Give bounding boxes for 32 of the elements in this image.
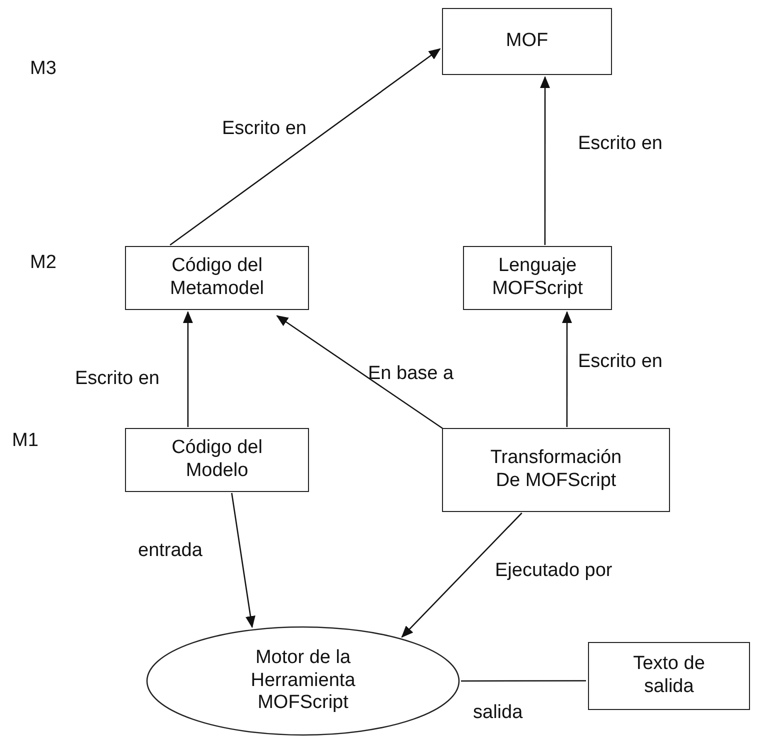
process-box [463, 246, 612, 310]
process-ellipse [146, 626, 460, 736]
arrow [401, 512, 522, 638]
process-box [442, 428, 670, 512]
arrow [276, 315, 446, 431]
level-label: M3 [30, 58, 56, 81]
arrow [182, 311, 193, 427]
node-label: MOF [504, 30, 550, 53]
node-label: Motor de la Herramienta MOFScript [250, 646, 356, 716]
process-box [442, 8, 612, 75]
process-box [125, 428, 309, 492]
arrow [540, 76, 550, 245]
arrow [562, 311, 572, 427]
node-label: Código del Metamodel [169, 255, 265, 301]
edge-label: Escrito en [578, 133, 662, 156]
edge-label: Ejecutado por [495, 560, 612, 583]
node-label: Lenguaje MOFScript [491, 255, 584, 301]
process-box [125, 246, 309, 310]
process-box [588, 642, 750, 710]
edge-label: En base a [368, 363, 454, 386]
edge-label: entrada [138, 540, 202, 563]
edge-label: Escrito en [222, 118, 306, 141]
edge-label: Escrito en [578, 351, 662, 374]
edge-label: salida [473, 702, 523, 725]
edge-label: Escrito en [75, 368, 160, 391]
node-label: Transformación De MOFScript [489, 447, 623, 493]
arrow [170, 48, 441, 246]
level-label: M2 [30, 252, 56, 275]
node-label: Código del Modelo [170, 437, 264, 483]
level-label: M1 [12, 430, 38, 453]
arrow [231, 492, 256, 628]
node-label: Texto de salida [632, 653, 706, 699]
